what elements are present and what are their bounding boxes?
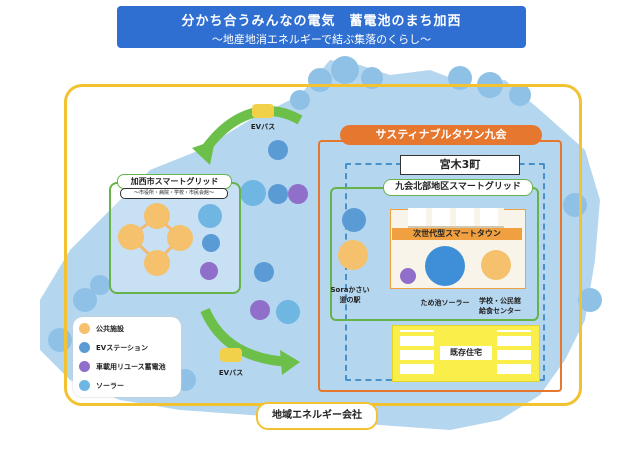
- public-facility-icon: [144, 250, 170, 276]
- energy-company-label: 地域エネルギー会社: [256, 402, 378, 430]
- solar-icon: [79, 380, 90, 391]
- next-gen-label: 次世代型スマートタウン: [392, 228, 522, 240]
- school-center-label: 学校・公民館 給食センター: [479, 297, 521, 315]
- public-facility-icon: [481, 250, 511, 280]
- ev-bus-bottom-icon: [220, 348, 242, 362]
- solar-icon: [276, 300, 300, 324]
- public-facility-icon: [144, 203, 170, 229]
- public-facility-icon: [167, 225, 193, 251]
- kugai-grid-title: 九会北部地区スマートグリッド: [383, 179, 533, 196]
- legend: 公共施設 EVステーション 車載用リユース蓄電池 ソーラー: [73, 317, 181, 397]
- reuse-battery-icon: [79, 361, 90, 372]
- tameike-solar-label: ため池ソーラー: [420, 299, 470, 307]
- solar-icon: [240, 180, 266, 206]
- tameike-solar-icon: [425, 246, 465, 286]
- solar-icon: [198, 204, 222, 228]
- ev-bus-top-label: EVバス: [250, 123, 276, 131]
- title-banner: 分かち合うみんなの電気 蓄電池のまち加西 〜地産地消エネルギーで結ぶ集落のくらし…: [117, 6, 526, 48]
- ev-station-icon: [79, 342, 90, 353]
- kasai-grid-subtitle: 〜市役所・病院・学校・市民会館〜: [120, 188, 228, 199]
- ev-station-icon: [202, 234, 220, 252]
- main-title: 分かち合うみんなの電気 蓄電池のまち加西: [181, 14, 462, 29]
- existing-housing-label: 既存住宅: [440, 346, 492, 360]
- houses-right-icon: [497, 330, 531, 374]
- reuse-battery-icon: [288, 184, 308, 204]
- trees-decoration: [48, 56, 602, 391]
- reuse-battery-icon: [250, 300, 270, 320]
- kasai-grid-title: 加西市スマートグリッド: [117, 174, 232, 189]
- ev-station-icon: [254, 262, 274, 282]
- reuse-battery-icon: [400, 268, 416, 284]
- sub-title: 〜地産地消エネルギーで結ぶ集落のくらし〜: [211, 33, 432, 46]
- ev-station-icon: [268, 184, 288, 204]
- ev-bus-bottom-label: EVバス: [218, 369, 244, 377]
- legend-item: ソーラー: [79, 380, 124, 391]
- ev-bus-top-icon: [252, 104, 274, 118]
- arrow-top: [200, 106, 303, 153]
- houses-left-icon: [400, 330, 434, 374]
- arrow-top-head: [192, 140, 215, 165]
- ev-station-icon: [342, 208, 366, 232]
- sustainable-town-title: サスティナブルタウン九会: [340, 125, 542, 145]
- legend-item: 公共施設: [79, 323, 124, 334]
- reuse-battery-icon: [200, 262, 218, 280]
- arrow-bottom-head: [280, 350, 300, 375]
- houses-icon: [408, 208, 504, 228]
- public-facility-icon: [338, 240, 368, 270]
- legend-item: EVステーション: [79, 342, 148, 353]
- public-facility-icon: [118, 224, 144, 250]
- legend-item: 車載用リユース蓄電池: [79, 361, 166, 372]
- ev-station-icon: [268, 140, 288, 160]
- public-facility-icon: [79, 323, 90, 334]
- miyagi-title: 宮木3町: [400, 155, 520, 175]
- sora-station-label: Soraかさい 道の駅: [330, 286, 370, 304]
